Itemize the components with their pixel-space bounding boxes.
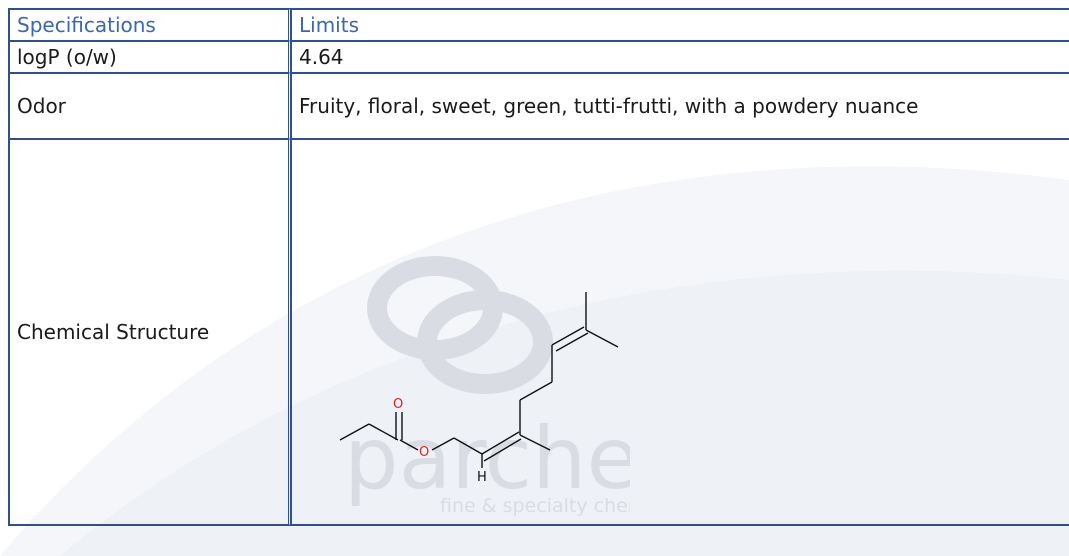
hydrogen-label: H [477, 470, 487, 485]
watermark-tagline: fine & specialty chemicals [440, 495, 630, 517]
logp-value: 4.64 [291, 41, 1069, 73]
odor-value: Fruity, floral, sweet, green, tutti-frut… [291, 73, 1069, 139]
chemical-structure-diagram: O O H [339, 292, 619, 485]
parchem-watermark: parchem fine & specialty chemicals [344, 256, 630, 517]
table-row: logP (o/w) 4.64 [9, 41, 1069, 73]
specifications-table: Specifications Limits logP (o/w) 4.64 Od… [8, 8, 1069, 526]
chemical-structure-cell [291, 139, 1069, 525]
logp-label: logP (o/w) [9, 41, 291, 73]
rings-icon [367, 256, 553, 394]
table-row: Chemical Structure [9, 139, 1069, 525]
table-row: Odor Fruity, floral, sweet, green, tutti… [9, 73, 1069, 139]
carbonyl-oxygen-label: O [393, 397, 403, 412]
table-header-row: Specifications Limits [9, 9, 1069, 41]
ester-oxygen-label: O [419, 445, 429, 460]
odor-label: Odor [9, 73, 291, 139]
header-specifications: Specifications [9, 9, 291, 41]
header-limits: Limits [291, 9, 1069, 41]
chemical-structure-label: Chemical Structure [9, 139, 291, 525]
